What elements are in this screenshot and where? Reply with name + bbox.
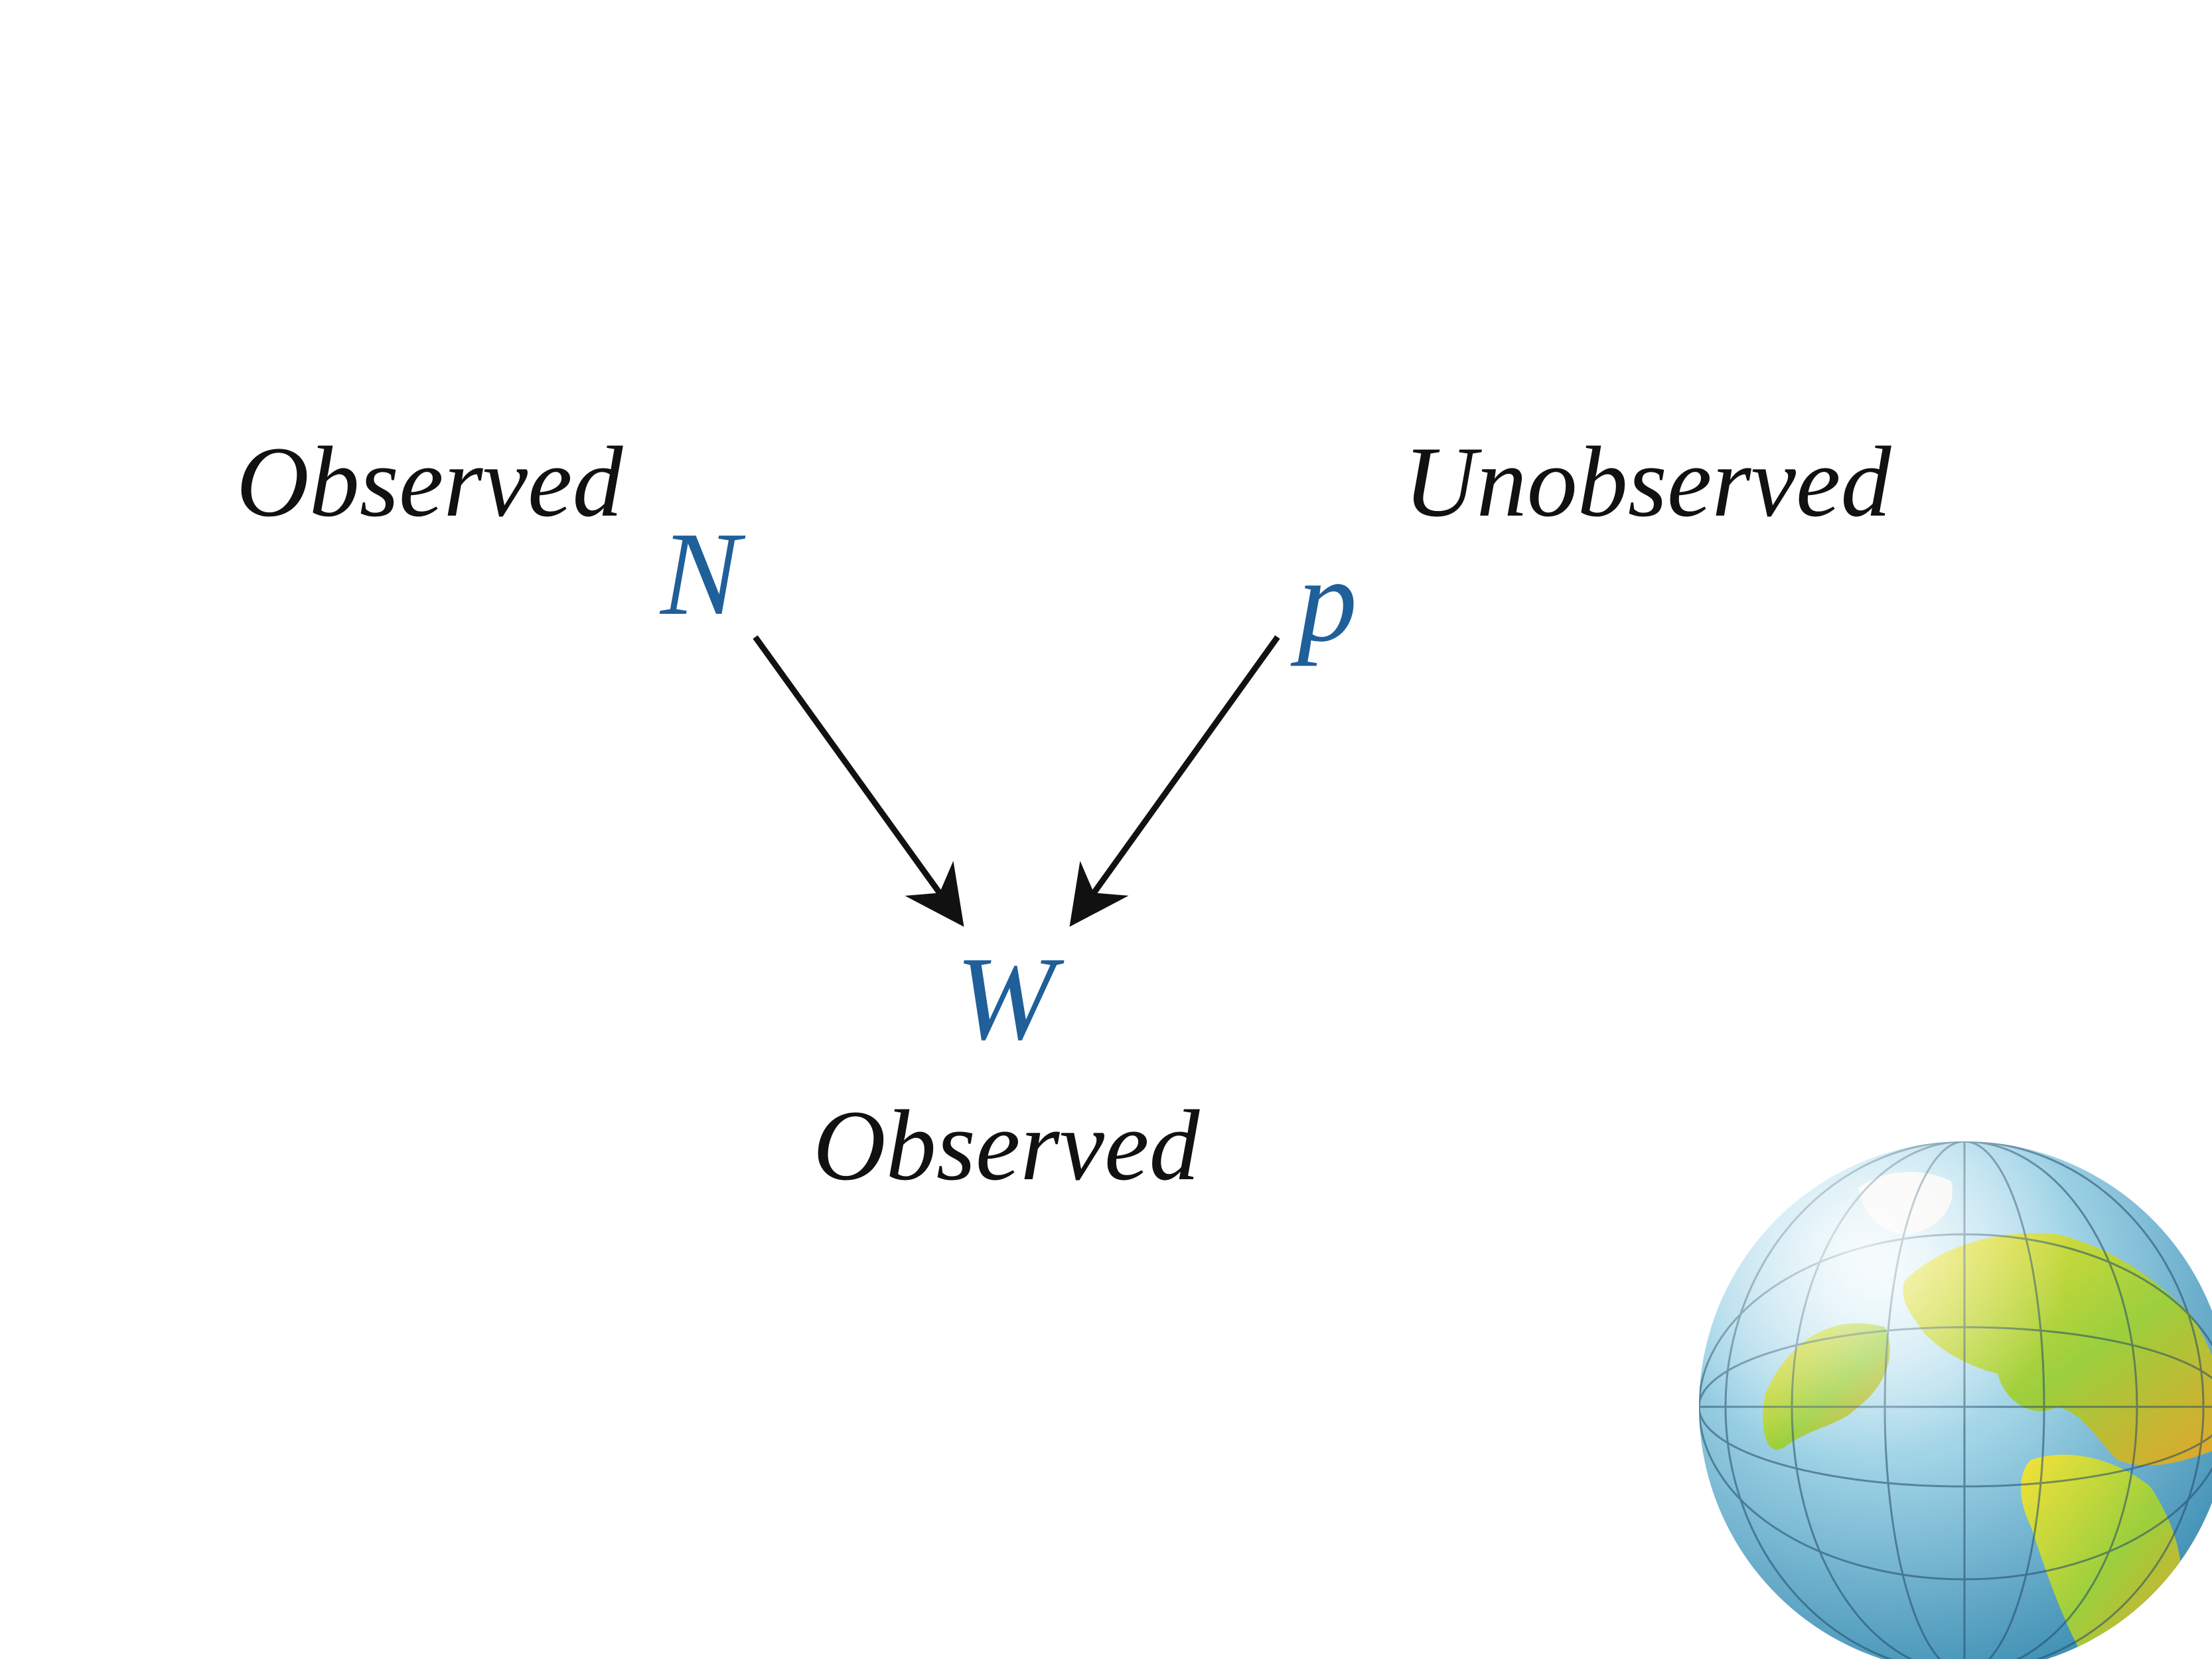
edge-n-to-w [753, 635, 964, 927]
label-p-unobserved: Unobserved [1404, 426, 1891, 538]
node-w: W [956, 932, 1055, 1064]
edge-p-to-w [1069, 635, 1280, 927]
label-n-observed: Observed [236, 426, 623, 538]
label-w-observed: Observed [813, 1090, 1200, 1201]
node-p: p [1297, 534, 1357, 666]
node-n: N [660, 508, 741, 640]
globe-icon [1699, 1141, 2212, 1659]
